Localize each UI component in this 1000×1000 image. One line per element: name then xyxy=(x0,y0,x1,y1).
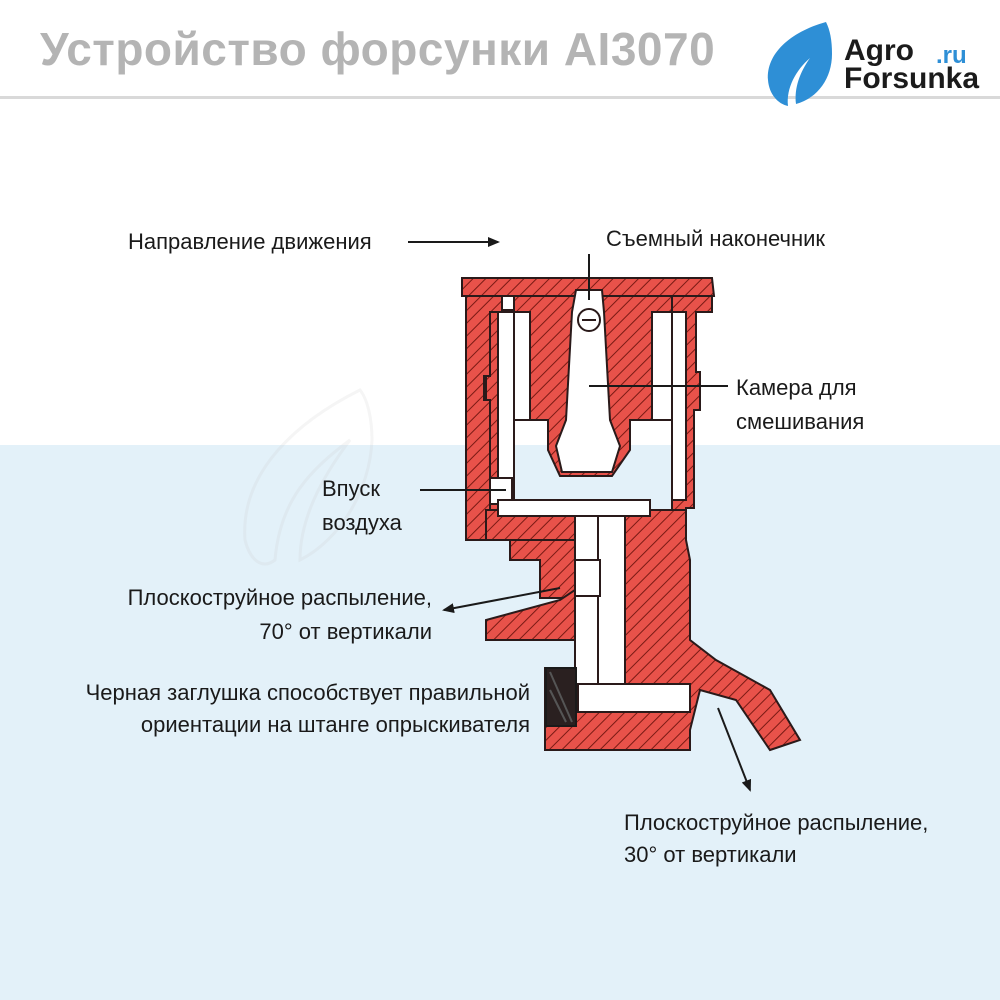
leaf-icon xyxy=(767,22,832,106)
page-title: Устройство форсунки AI3070 xyxy=(40,23,716,75)
label-direction: Направление движения xyxy=(128,229,372,254)
label-air-1: Впуск xyxy=(322,476,380,501)
upper-spray-slot xyxy=(574,559,601,597)
label-spray30-2: 30° от вертикали xyxy=(624,842,797,867)
label-plug-2: ориентации на штанге опрыскивателя xyxy=(140,712,530,737)
mixing-chamber xyxy=(554,289,622,473)
label-chamber-1: Камера для xyxy=(736,375,857,400)
logo-word-forsunka: Forsunka xyxy=(844,62,980,95)
spray70-arrow xyxy=(442,587,561,614)
label-spray70-2: 70° от вертикали xyxy=(259,619,432,644)
watermark-leaf-icon xyxy=(243,388,374,566)
outlet-channel xyxy=(577,683,691,713)
label-spray30-1: Плоскоструйное распыление, xyxy=(624,810,929,835)
label-chamber-2: смешивания xyxy=(736,409,865,434)
label-spray70-1: Плоскоструйное распыление, xyxy=(127,585,432,610)
label-air-2: воздуха xyxy=(322,510,402,535)
label-tip: Съемный наконечник xyxy=(606,226,826,251)
label-plug-1: Черная заглушка способствует правильной xyxy=(85,680,530,705)
header-divider xyxy=(0,96,1000,99)
logo-word-agro: Agro xyxy=(844,34,914,67)
spray30-arrow xyxy=(717,707,752,792)
logo-domain-suffix: .ru xyxy=(936,42,967,69)
brand-logo: Agro .ru Forsunka xyxy=(760,18,990,110)
